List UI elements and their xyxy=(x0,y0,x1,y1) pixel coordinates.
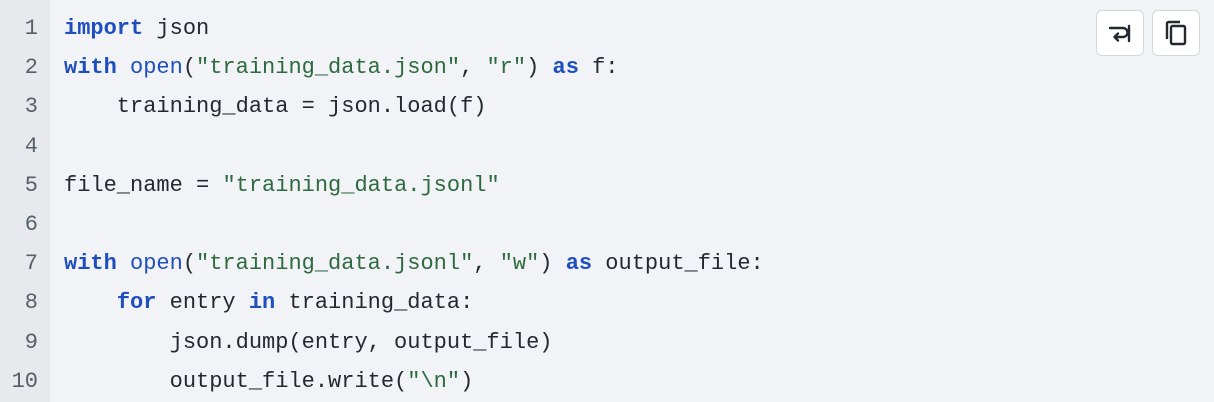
code-token: with xyxy=(64,251,117,277)
line-number: 2 xyxy=(24,55,38,81)
code-token: output_file: xyxy=(592,251,764,277)
code-token: "training_data.jsonl" xyxy=(222,172,500,198)
code-line: 9 json.dump(entry, output_file) xyxy=(0,323,1214,362)
code-token xyxy=(64,290,117,315)
code-token: training_data = json.load(f) xyxy=(64,94,487,120)
line-number: 1 xyxy=(24,16,38,41)
code-line: 4 xyxy=(0,127,1214,166)
code-line: 2 with open("training_data.json", "r") as… xyxy=(0,48,1214,87)
code-token: for xyxy=(116,290,157,316)
code-token: training_data: xyxy=(275,290,474,316)
code-token: file_name = xyxy=(64,172,223,198)
code-token: ) xyxy=(460,368,474,394)
code-token: import xyxy=(64,16,144,41)
line-number: 6 xyxy=(24,211,38,237)
code-toolbar xyxy=(1096,10,1200,56)
code-text: with open("training_data.json", "r") as … xyxy=(64,48,619,87)
code-token: in xyxy=(248,290,276,316)
code-token: , xyxy=(473,251,500,277)
word-wrap-button[interactable] xyxy=(1096,10,1144,56)
code-text: file_name = "training_data.jsonl" xyxy=(64,166,500,205)
code-token: entry xyxy=(156,290,249,316)
code-token: ) xyxy=(526,55,553,81)
line-number: 4 xyxy=(24,133,38,159)
line-number-gutter xyxy=(0,0,50,402)
code-token: "r" xyxy=(486,55,527,81)
code-line: 5 file_name = "training_data.jsonl" xyxy=(0,166,1214,205)
line-number: 8 xyxy=(24,290,38,316)
code-token xyxy=(117,55,130,80)
code-text: output_file.write("\n") xyxy=(64,362,474,401)
code-text: with open("training_data.jsonl", "w") as… xyxy=(64,244,764,283)
code-line: 10 output_file.write("\n") xyxy=(0,362,1214,401)
code-token: as xyxy=(552,55,579,81)
code-text: for entry in training_data: xyxy=(64,283,473,322)
code-text: training_data = json.load(f) xyxy=(64,87,487,126)
code-token: json xyxy=(143,16,210,41)
line-number: 7 xyxy=(24,251,38,277)
code-token: "\n" xyxy=(407,368,461,394)
code-token: "training_data.jsonl" xyxy=(196,251,474,277)
word-wrap-icon xyxy=(1107,20,1133,46)
code-token: json.dump(entry, output_file) xyxy=(64,329,553,355)
line-number: 9 xyxy=(24,329,38,355)
code-token: f: xyxy=(578,55,619,81)
code-text: json.dump(entry, output_file) xyxy=(64,323,553,362)
code-token: ( xyxy=(182,55,197,81)
code-token xyxy=(117,251,130,276)
code-line: 6 xyxy=(0,205,1214,244)
code-text: import json xyxy=(64,9,209,48)
code-token: ) xyxy=(539,251,566,277)
copy-button[interactable] xyxy=(1152,10,1200,56)
code-token: with xyxy=(64,55,117,81)
code-token: ( xyxy=(182,251,197,277)
line-number: 3 xyxy=(24,94,38,120)
code-token: open xyxy=(130,55,183,81)
code-token: , xyxy=(460,55,487,81)
code-token: open xyxy=(130,251,183,277)
code-token: "w" xyxy=(499,251,540,277)
code-line: 7 with open("training_data.jsonl", "w") a… xyxy=(0,244,1214,283)
code-token: as xyxy=(565,251,593,277)
code-line: 1 import json xyxy=(0,9,1214,48)
copy-icon xyxy=(1163,19,1189,47)
line-number: 5 xyxy=(24,172,38,198)
code-line: 8 for entry in training_data: xyxy=(0,283,1214,322)
code-token: output_file.write( xyxy=(64,368,408,394)
line-number: 10 xyxy=(11,368,38,394)
code-token: "training_data.json" xyxy=(196,55,461,81)
code-line: 3 training_data = json.load(f) xyxy=(0,87,1214,126)
